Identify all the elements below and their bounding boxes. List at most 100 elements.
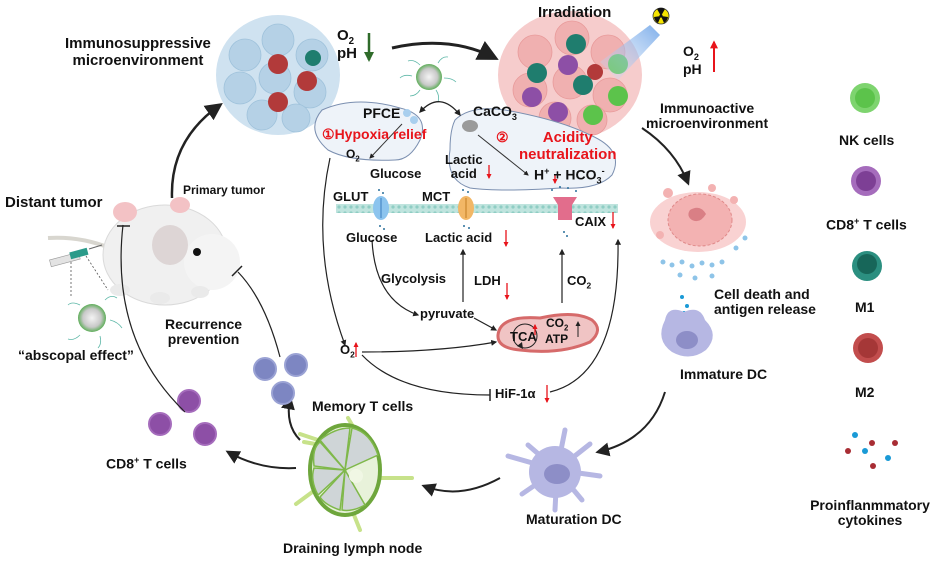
memory-t-cells-icon	[253, 353, 308, 405]
nanoparticle-icon	[399, 56, 457, 103]
lactic-acid-label: Lactic acid	[425, 230, 493, 245]
flow-arrow	[421, 477, 501, 497]
syringe-icon	[49, 244, 103, 268]
legend-m2-icon	[853, 333, 883, 363]
glucose-top-label: Glucose	[370, 166, 422, 181]
pyruvate-to-tca-arrow	[473, 317, 498, 331]
immunoactive-label: Immunoactive microenvironment	[646, 100, 768, 132]
legend-m2-label: M2	[855, 384, 875, 400]
co2-text: CO	[567, 273, 587, 288]
hco3-sub: 3	[596, 175, 602, 186]
o2-inhibit-hif-line	[361, 354, 491, 396]
distant-tumor-label: Distant tumor	[5, 194, 103, 211]
o2-sub: 2	[348, 36, 355, 47]
o2-sub: 2	[355, 154, 360, 164]
glut-transporter-icon	[373, 196, 389, 220]
caco3-label: CaCO3	[473, 103, 517, 122]
cd8-text: CD8	[826, 216, 855, 233]
acidity-compartment	[448, 108, 616, 191]
label-line: Cell death and	[714, 286, 810, 302]
cd8-t-cells-label: CD8+ T cells	[106, 455, 187, 472]
cd8-sup: +	[854, 216, 860, 226]
radiation-beam	[600, 25, 660, 80]
legend-cd8-cell-icon	[851, 166, 881, 196]
cd8-sup: +	[134, 455, 140, 465]
immunosuppressive-label: Immunosuppressive microenvironment	[65, 35, 211, 69]
caco3-sub: 3	[511, 111, 517, 122]
mitochondria-icon	[496, 313, 599, 353]
irradiation-label: Irradiation	[538, 4, 612, 21]
co2-text: CO	[546, 316, 564, 330]
primary-tumor-label: Primary tumor	[183, 183, 266, 197]
label-line: prevention	[167, 331, 240, 348]
red-indicator-arrows	[353, 165, 616, 404]
o2-high-label: O2	[683, 43, 699, 61]
legend-cytokines-icon	[845, 432, 898, 469]
tca-label: TCA	[510, 329, 537, 344]
legend-m1-label: M1	[855, 299, 875, 315]
hypoxia-relief-label: ①Hypoxia relief	[322, 126, 427, 142]
hco3-text: + HCO	[553, 166, 597, 183]
cd8-rest: T cells	[139, 455, 187, 472]
mouse-icon	[47, 197, 240, 306]
recurrence-prevention-label: Recurrence prevention	[165, 316, 242, 348]
recurrence-inhibit-line	[237, 271, 281, 358]
o2-to-tca-arrow	[361, 339, 498, 353]
hypoxia-compartment	[314, 101, 423, 161]
hypoxia-to-o2-arrow	[322, 157, 347, 347]
cd8-text: CD8	[106, 455, 135, 472]
hif-to-caix-arrow	[549, 238, 622, 393]
flow-arrow	[391, 41, 499, 60]
memory-t-cells-label: Memory T cells	[312, 398, 414, 414]
maturation-dc-icon	[505, 427, 603, 513]
o2-sub: 2	[350, 349, 355, 360]
maturation-dc-label: Maturation DC	[526, 511, 622, 527]
caco3-particle	[462, 120, 478, 132]
acidity-number: ②	[496, 129, 509, 145]
glycolysis-label: Glycolysis	[381, 271, 447, 286]
cycle-arrow-icon	[517, 342, 523, 349]
glut-label: GLUT	[333, 189, 369, 204]
co2-sub: 2	[586, 280, 592, 291]
legend-cytokines-label: Proinflanmmatory cytokines	[802, 497, 938, 529]
caix-enzyme-icon	[553, 197, 577, 220]
radiation-icon	[652, 7, 670, 25]
o2-blob-label: O2	[346, 147, 360, 164]
zoom-guide-line	[85, 255, 109, 291]
cell-death-label: Cell death and antigen release	[714, 286, 816, 318]
mito-co2-label: CO2	[546, 316, 568, 333]
legend-m1-icon	[852, 251, 882, 281]
label-line: Immunosuppressive	[65, 35, 211, 52]
legend-nk-cell-icon	[850, 83, 880, 113]
flow-arrow	[641, 127, 691, 186]
label-line: Lactic	[445, 152, 483, 167]
step-text: Hypoxia relief	[334, 126, 427, 142]
lymph-node-icon	[294, 416, 414, 532]
pfce-to-o2-arrow	[369, 123, 403, 159]
mct-label: MCT	[422, 189, 451, 204]
h-text: H	[534, 166, 545, 183]
ph-low-label: pH	[337, 45, 357, 62]
label-line: cytokines	[837, 512, 903, 529]
caco3-text: CaCO	[473, 103, 512, 119]
draining-lymph-node-label: Draining lymph node	[283, 540, 423, 556]
abscopal-inhibit-line	[120, 224, 186, 413]
caix-label: CAIX	[575, 214, 607, 229]
flow-arrow	[225, 450, 297, 470]
cd8-rest: T cells	[859, 216, 907, 233]
cd8-t-cells-icon	[148, 389, 217, 446]
h-sup: +	[544, 166, 550, 176]
molecule-dots	[378, 186, 577, 237]
step-number: ①	[322, 126, 335, 142]
cell-membrane	[336, 204, 618, 213]
acidity-neutralization-label: Acidity neutralization	[519, 129, 617, 163]
pfce-droplet	[410, 116, 418, 124]
co2-label: CO2	[567, 273, 592, 291]
label-line: neutralization	[519, 145, 617, 163]
o2-text: O	[340, 342, 351, 357]
immature-dc-icon	[661, 295, 713, 357]
nanoparticle-icon	[67, 296, 123, 349]
glucose-bottom-label: Glucose	[346, 230, 398, 245]
